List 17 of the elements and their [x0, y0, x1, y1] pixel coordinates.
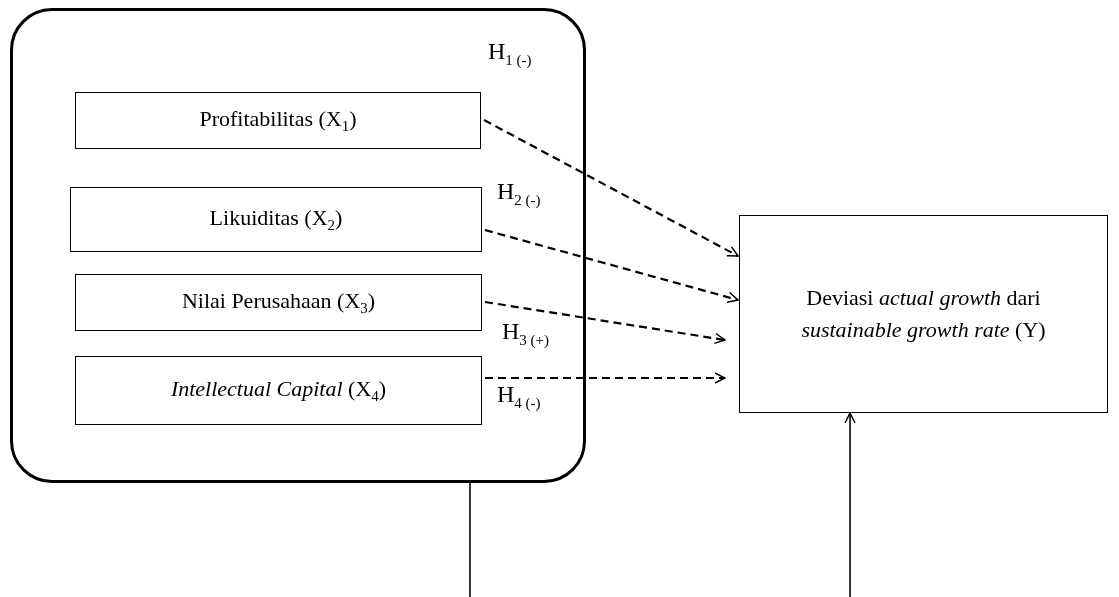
- dashed-arrow: [484, 300, 726, 345]
- group-box: [10, 8, 586, 483]
- connector-line: [469, 482, 471, 597]
- variable-label: Likuiditas (X$_{2}$): [208, 203, 344, 236]
- dashed-arrow: [484, 228, 739, 303]
- dashed-arrow: [483, 119, 739, 257]
- variable-box: [75, 274, 482, 331]
- variable-label: Deviasi actual growth dari sustainable growth rate (Y): [800, 284, 1047, 344]
- variable-label: Intellectual Capital (X$_{4}$): [169, 374, 388, 407]
- variable-box: [70, 187, 482, 252]
- dashed-arrow: [485, 372, 726, 384]
- variable-box: [75, 92, 481, 149]
- arrow: [844, 412, 856, 597]
- variable-label: Nilai Perusahaan (X$_{3}$): [180, 286, 377, 319]
- variable-label: Profitabilitas (X$_{1}$): [198, 104, 358, 137]
- dependent-variable-box: [739, 215, 1108, 413]
- variable-box: [75, 356, 482, 425]
